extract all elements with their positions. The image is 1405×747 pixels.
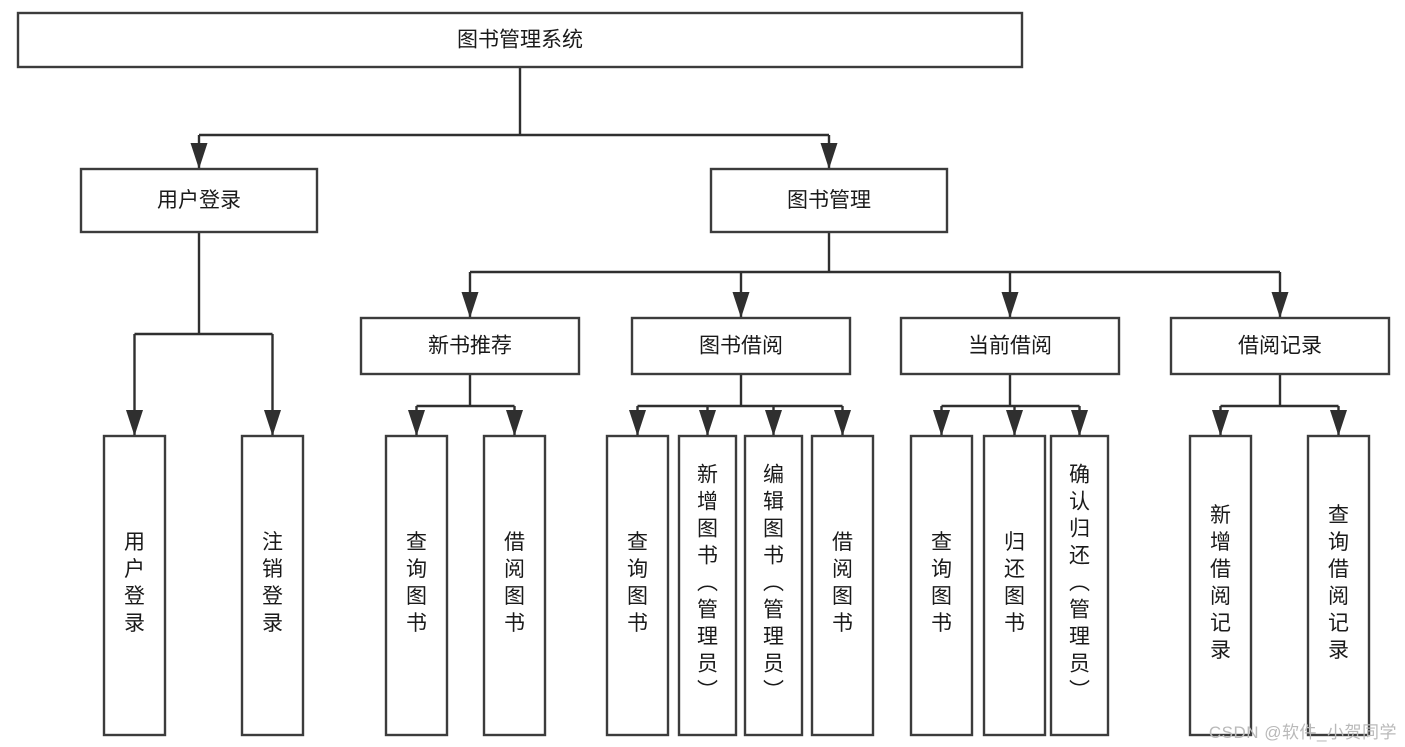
node-label: 确认归还︵管理员︶: [1069, 464, 1090, 703]
node-new-book-rec[interactable]: 新书推荐: [359, 316, 581, 376]
node-label: 查询借阅记录: [1328, 504, 1349, 662]
node-label: 借阅图书: [504, 531, 525, 635]
arrow-head-icon: [732, 292, 750, 318]
node-label: 归还图书: [1004, 531, 1025, 635]
node-label: 查询图书: [627, 531, 648, 635]
arrow-head-icon: [1071, 410, 1088, 436]
node-leaf-query-record[interactable]: 查询借阅记录: [1306, 434, 1371, 737]
arrow-head-icon: [264, 410, 281, 436]
node-rect: [240, 434, 305, 737]
node-label: 新书推荐: [428, 335, 512, 358]
node-borrow-record[interactable]: 借阅记录: [1169, 316, 1391, 376]
node-label: 图书借阅: [699, 335, 783, 358]
arrow-head-icon: [126, 410, 143, 436]
arrow-head-icon: [765, 410, 782, 436]
arrow-head-icon: [190, 143, 208, 169]
arrow-head-icon: [1271, 292, 1289, 318]
node-leaf-borrow-book-1[interactable]: 借阅图书: [482, 434, 547, 737]
node-rect: [1306, 434, 1371, 737]
node-label: 新增图书︵管理员︶: [697, 464, 718, 703]
node-leaf-user-logout[interactable]: 注销登录: [240, 434, 305, 737]
node-rect: [709, 167, 949, 234]
node-rect: [605, 434, 670, 737]
node-current-borrow[interactable]: 当前借阅: [899, 316, 1121, 376]
node-rect: [384, 434, 449, 737]
node-leaf-return-book[interactable]: 归还图书: [982, 434, 1047, 737]
node-rect: [810, 434, 875, 737]
arrow-head-icon: [1001, 292, 1019, 318]
node-label: 当前借阅: [968, 335, 1052, 358]
node-rect: [743, 434, 804, 737]
node-label: 查询图书: [406, 531, 427, 635]
node-leaf-add-record[interactable]: 新增借阅记录: [1188, 434, 1253, 737]
node-rect: [1169, 316, 1391, 376]
arrow-head-icon: [1330, 410, 1347, 436]
node-leaf-query-book-1[interactable]: 查询图书: [384, 434, 449, 737]
node-label: 编辑图书︵管理员︶: [763, 464, 784, 703]
arrow-head-icon: [1212, 410, 1229, 436]
arrow-head-icon: [699, 410, 716, 436]
node-rect: [630, 316, 852, 376]
node-leaf-edit-book[interactable]: 编辑图书︵管理员︶: [743, 434, 804, 737]
arrow-head-icon: [629, 410, 646, 436]
node-book-borrow[interactable]: 图书借阅: [630, 316, 852, 376]
node-rect: [16, 11, 1024, 69]
node-label: 查询图书: [931, 531, 952, 635]
node-label: 图书管理系统: [457, 29, 583, 52]
node-label: 借阅图书: [832, 531, 853, 635]
arrow-head-icon: [461, 292, 479, 318]
arrow-head-icon: [834, 410, 851, 436]
node-rect: [899, 316, 1121, 376]
node-label: 借阅记录: [1238, 335, 1322, 358]
arrow-head-icon: [1006, 410, 1023, 436]
connector-links: [126, 67, 1347, 436]
node-rect: [102, 434, 167, 737]
node-rect: [982, 434, 1047, 737]
node-label: 用户登录: [157, 189, 241, 212]
node-rect: [1188, 434, 1253, 737]
node-rect: [359, 316, 581, 376]
node-leaf-borrow-book-2[interactable]: 借阅图书: [810, 434, 875, 737]
arrow-head-icon: [933, 410, 950, 436]
node-rect: [677, 434, 738, 737]
node-rect: [909, 434, 974, 737]
node-label: 注销登录: [262, 531, 283, 635]
arrow-head-icon: [506, 410, 523, 436]
node-rect: [1049, 434, 1110, 737]
node-user-login[interactable]: 用户登录: [79, 167, 319, 234]
node-leaf-confirm-return[interactable]: 确认归还︵管理员︶: [1049, 434, 1110, 737]
arrow-head-icon: [820, 143, 838, 169]
node-boxes: 图书管理系统用户登录图书管理新书推荐图书借阅当前借阅借阅记录用户登录注销登录查询…: [16, 11, 1391, 737]
node-label: 图书管理: [787, 189, 871, 212]
node-rect: [482, 434, 547, 737]
node-leaf-add-book[interactable]: 新增图书︵管理员︶: [677, 434, 738, 737]
node-book-manage[interactable]: 图书管理: [709, 167, 949, 234]
node-label: 新增借阅记录: [1210, 504, 1231, 662]
node-leaf-query-book-3[interactable]: 查询图书: [909, 434, 974, 737]
arrow-head-icon: [408, 410, 425, 436]
node-root[interactable]: 图书管理系统: [16, 11, 1024, 69]
node-rect: [79, 167, 319, 234]
node-label: 用户登录: [124, 531, 145, 635]
node-leaf-query-book-2[interactable]: 查询图书: [605, 434, 670, 737]
node-leaf-user-login[interactable]: 用户登录: [102, 434, 167, 737]
